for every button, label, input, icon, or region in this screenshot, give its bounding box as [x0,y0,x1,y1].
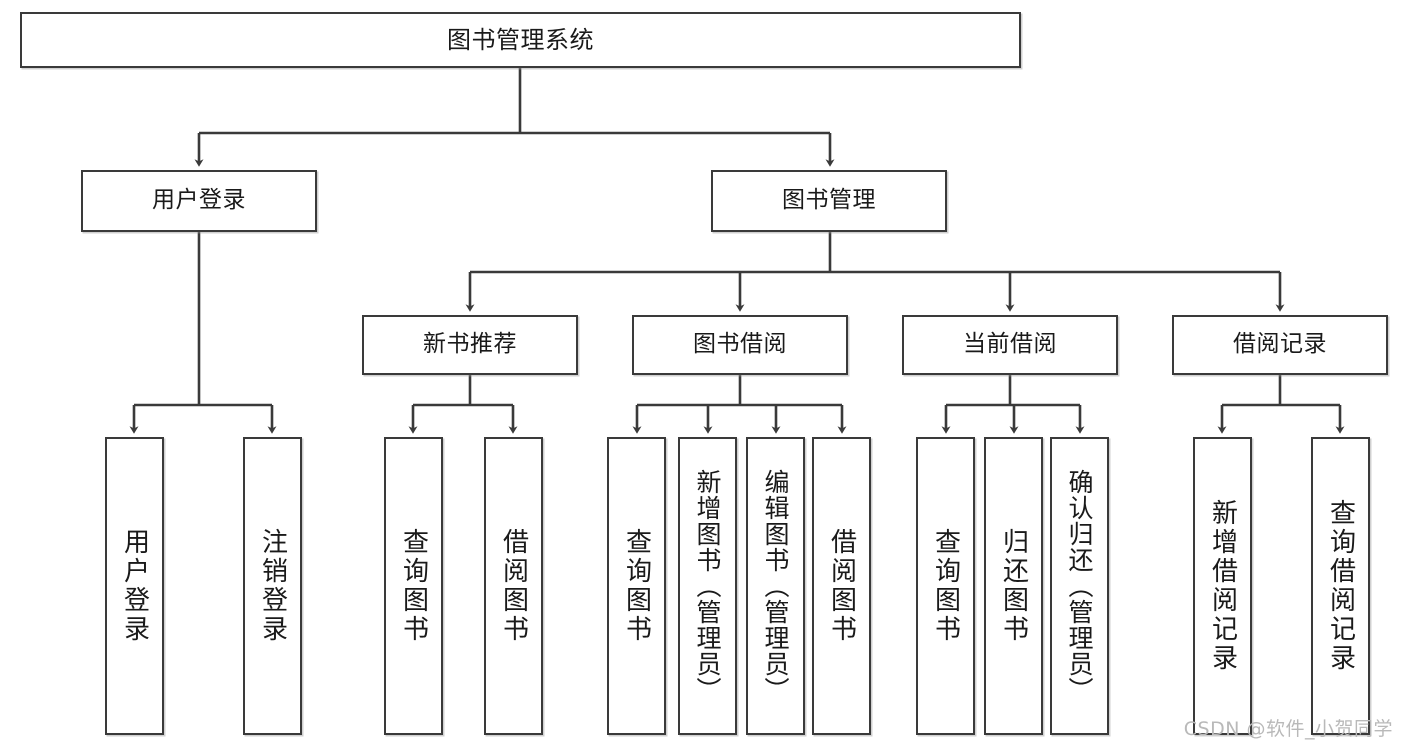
node-label: 确认归还（管理员） [1065,469,1094,703]
node-label: 查询图书 [621,528,652,644]
leaf-query-book-recommend[interactable]: 查询图书 [384,437,443,735]
node-borrow-records[interactable]: 借阅记录 [1172,315,1388,375]
node-label: 用户登录 [152,187,246,214]
leaf-confirm-return-admin[interactable]: 确认归还（管理员） [1050,437,1109,735]
node-label: 新增图书（管理员） [693,469,722,703]
node-label: 查询图书 [398,528,429,644]
node-new-book-recommend[interactable]: 新书推荐 [362,315,578,375]
node-label: 新增借阅记录 [1207,499,1238,673]
leaf-return-book[interactable]: 归还图书 [984,437,1043,735]
node-label: 新书推荐 [423,331,517,358]
node-label: 编辑图书（管理员） [761,469,790,703]
node-label: 图书管理系统 [447,25,594,54]
node-label: 借阅记录 [1233,331,1327,358]
leaf-borrow-book[interactable]: 借阅图书 [812,437,871,735]
node-root-system[interactable]: 图书管理系统 [20,12,1021,68]
node-label: 当前借阅 [963,331,1057,358]
node-label: 查询借阅记录 [1325,499,1356,673]
node-label: 归还图书 [998,528,1029,644]
node-label: 用户登录 [119,528,150,644]
leaf-user-login[interactable]: 用户登录 [105,437,164,735]
leaf-add-book-admin[interactable]: 新增图书（管理员） [678,437,737,735]
leaf-add-borrow-record[interactable]: 新增借阅记录 [1193,437,1252,735]
node-book-borrow[interactable]: 图书借阅 [632,315,848,375]
node-label: 查询图书 [930,528,961,644]
node-book-management[interactable]: 图书管理 [711,170,947,232]
leaf-query-book-current[interactable]: 查询图书 [916,437,975,735]
watermark: CSDN @软件_小贺同学 [1183,718,1393,740]
leaf-user-logout[interactable]: 注销登录 [243,437,302,735]
node-label: 图书借阅 [693,331,787,358]
leaf-query-borrow-record[interactable]: 查询借阅记录 [1311,437,1370,735]
leaf-query-book-borrow[interactable]: 查询图书 [607,437,666,735]
leaf-edit-book-admin[interactable]: 编辑图书（管理员） [746,437,805,735]
node-label: 图书管理 [782,187,876,214]
leaf-borrow-book-recommend[interactable]: 借阅图书 [484,437,543,735]
node-user-login[interactable]: 用户登录 [81,170,317,232]
node-label: 注销登录 [257,528,288,644]
node-label: 借阅图书 [826,528,857,644]
node-current-borrow[interactable]: 当前借阅 [902,315,1118,375]
node-label: 借阅图书 [498,528,529,644]
